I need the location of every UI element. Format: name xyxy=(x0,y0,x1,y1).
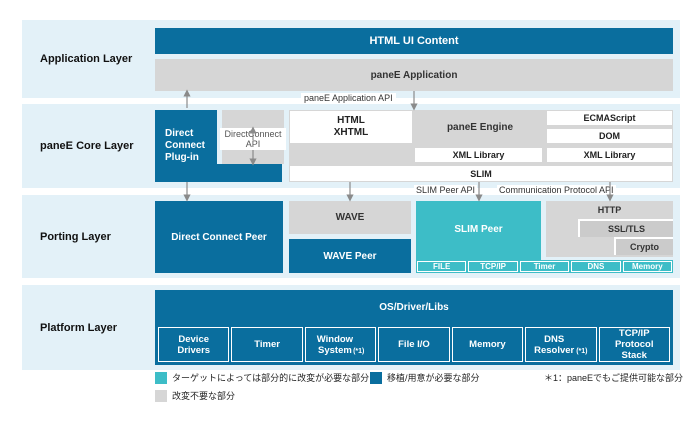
slim-box: SLIM xyxy=(290,166,672,181)
panee-application-box: paneE Application xyxy=(155,59,673,91)
ecmascript-box: ECMAScript xyxy=(547,111,672,125)
slim-peer-item: FILE xyxy=(417,261,467,272)
platform-item-note: (*1) xyxy=(353,348,365,355)
platform-item: Timer xyxy=(231,327,303,362)
platform-item-label: TCP/IP Protocol Stack xyxy=(614,328,654,361)
crypto-box: Crypto xyxy=(614,237,673,255)
legend-teal-text: ターゲットによっては部分的に改変が必要な部分 xyxy=(172,373,370,383)
platform-item: Device Drivers xyxy=(158,327,230,362)
panee-application-api-label: paneE Application API xyxy=(301,93,396,103)
legend-footnote: ＊1：paneEでもご提供可能な部分 xyxy=(544,373,684,383)
panee-engine-label: paneE Engine xyxy=(446,121,514,133)
html-xhtml-box: HTML XHTML xyxy=(290,111,412,143)
platform-item: Memory xyxy=(451,327,524,362)
slim-peer-api-label: SLIM Peer API xyxy=(414,185,478,195)
direct-connect-plugin-box: Direct Connect Plug-in xyxy=(155,110,217,182)
platform-item-label: Memory xyxy=(469,339,506,350)
http-label: HTTP xyxy=(597,205,622,215)
platform-item: Window System(*1) xyxy=(304,327,377,362)
legend-dark-text: 移植/用意が必要な部分 xyxy=(387,373,480,383)
legend-gray-text: 改変不要な部分 xyxy=(172,391,236,401)
porting-layer-label: Porting Layer xyxy=(40,230,111,243)
wave-box: WAVE xyxy=(289,201,411,234)
slim-peer-item: Timer xyxy=(519,261,570,272)
platform-item: File I/O xyxy=(378,327,450,362)
direct-connect-peer-box: Direct Connect Peer xyxy=(155,201,283,273)
slim-peer-item: Memory xyxy=(622,261,673,272)
platform-item-label: File I/O xyxy=(398,339,430,350)
xml-library-box-2: XML Library xyxy=(547,148,672,162)
html-xhtml-label: HTML XHTML xyxy=(333,115,369,138)
ssl-tls-box: SSL/TLS xyxy=(578,219,673,237)
platform-item: DNS Resolver (*1) xyxy=(525,327,597,362)
platform-layer-label: Platform Layer xyxy=(40,321,118,334)
xml-library-box-1: XML Library xyxy=(415,148,542,162)
platform-item-label: Window System xyxy=(316,333,354,356)
legend-teal-swatch xyxy=(155,372,167,384)
platform-item-note: (*1) xyxy=(574,348,588,355)
dom-box: DOM xyxy=(547,129,672,143)
application-layer-label: Application Layer xyxy=(40,53,133,65)
slim-peer-label: SLIM Peer xyxy=(454,223,503,235)
platform-item-label: Timer xyxy=(254,339,280,350)
core-layer-label: paneE Core Layer xyxy=(40,140,134,152)
communication-protocol-api-label: Communication Protocol API xyxy=(497,185,616,195)
platform-item-label: Device Drivers xyxy=(177,333,211,356)
platform-item: TCP/IP Protocol Stack xyxy=(598,327,670,362)
slim-peer-item: DNS xyxy=(571,261,621,272)
direct-connect-plugin-label: Direct Connect Plug-in xyxy=(165,128,205,163)
wave-peer-box: WAVE Peer xyxy=(289,239,411,273)
legend-gray-swatch xyxy=(155,390,167,402)
slim-peer-base xyxy=(416,260,673,273)
legend-dark-swatch xyxy=(370,372,382,384)
html-ui-content-box: HTML UI Content xyxy=(155,28,673,54)
slim-peer-item: TCP/IP xyxy=(468,261,518,272)
platform-item-label: DNS Resolver xyxy=(534,333,575,356)
os-driver-libs-label: OS/Driver/Libs xyxy=(379,301,449,313)
direct-connect-plugin-extension xyxy=(217,164,282,182)
